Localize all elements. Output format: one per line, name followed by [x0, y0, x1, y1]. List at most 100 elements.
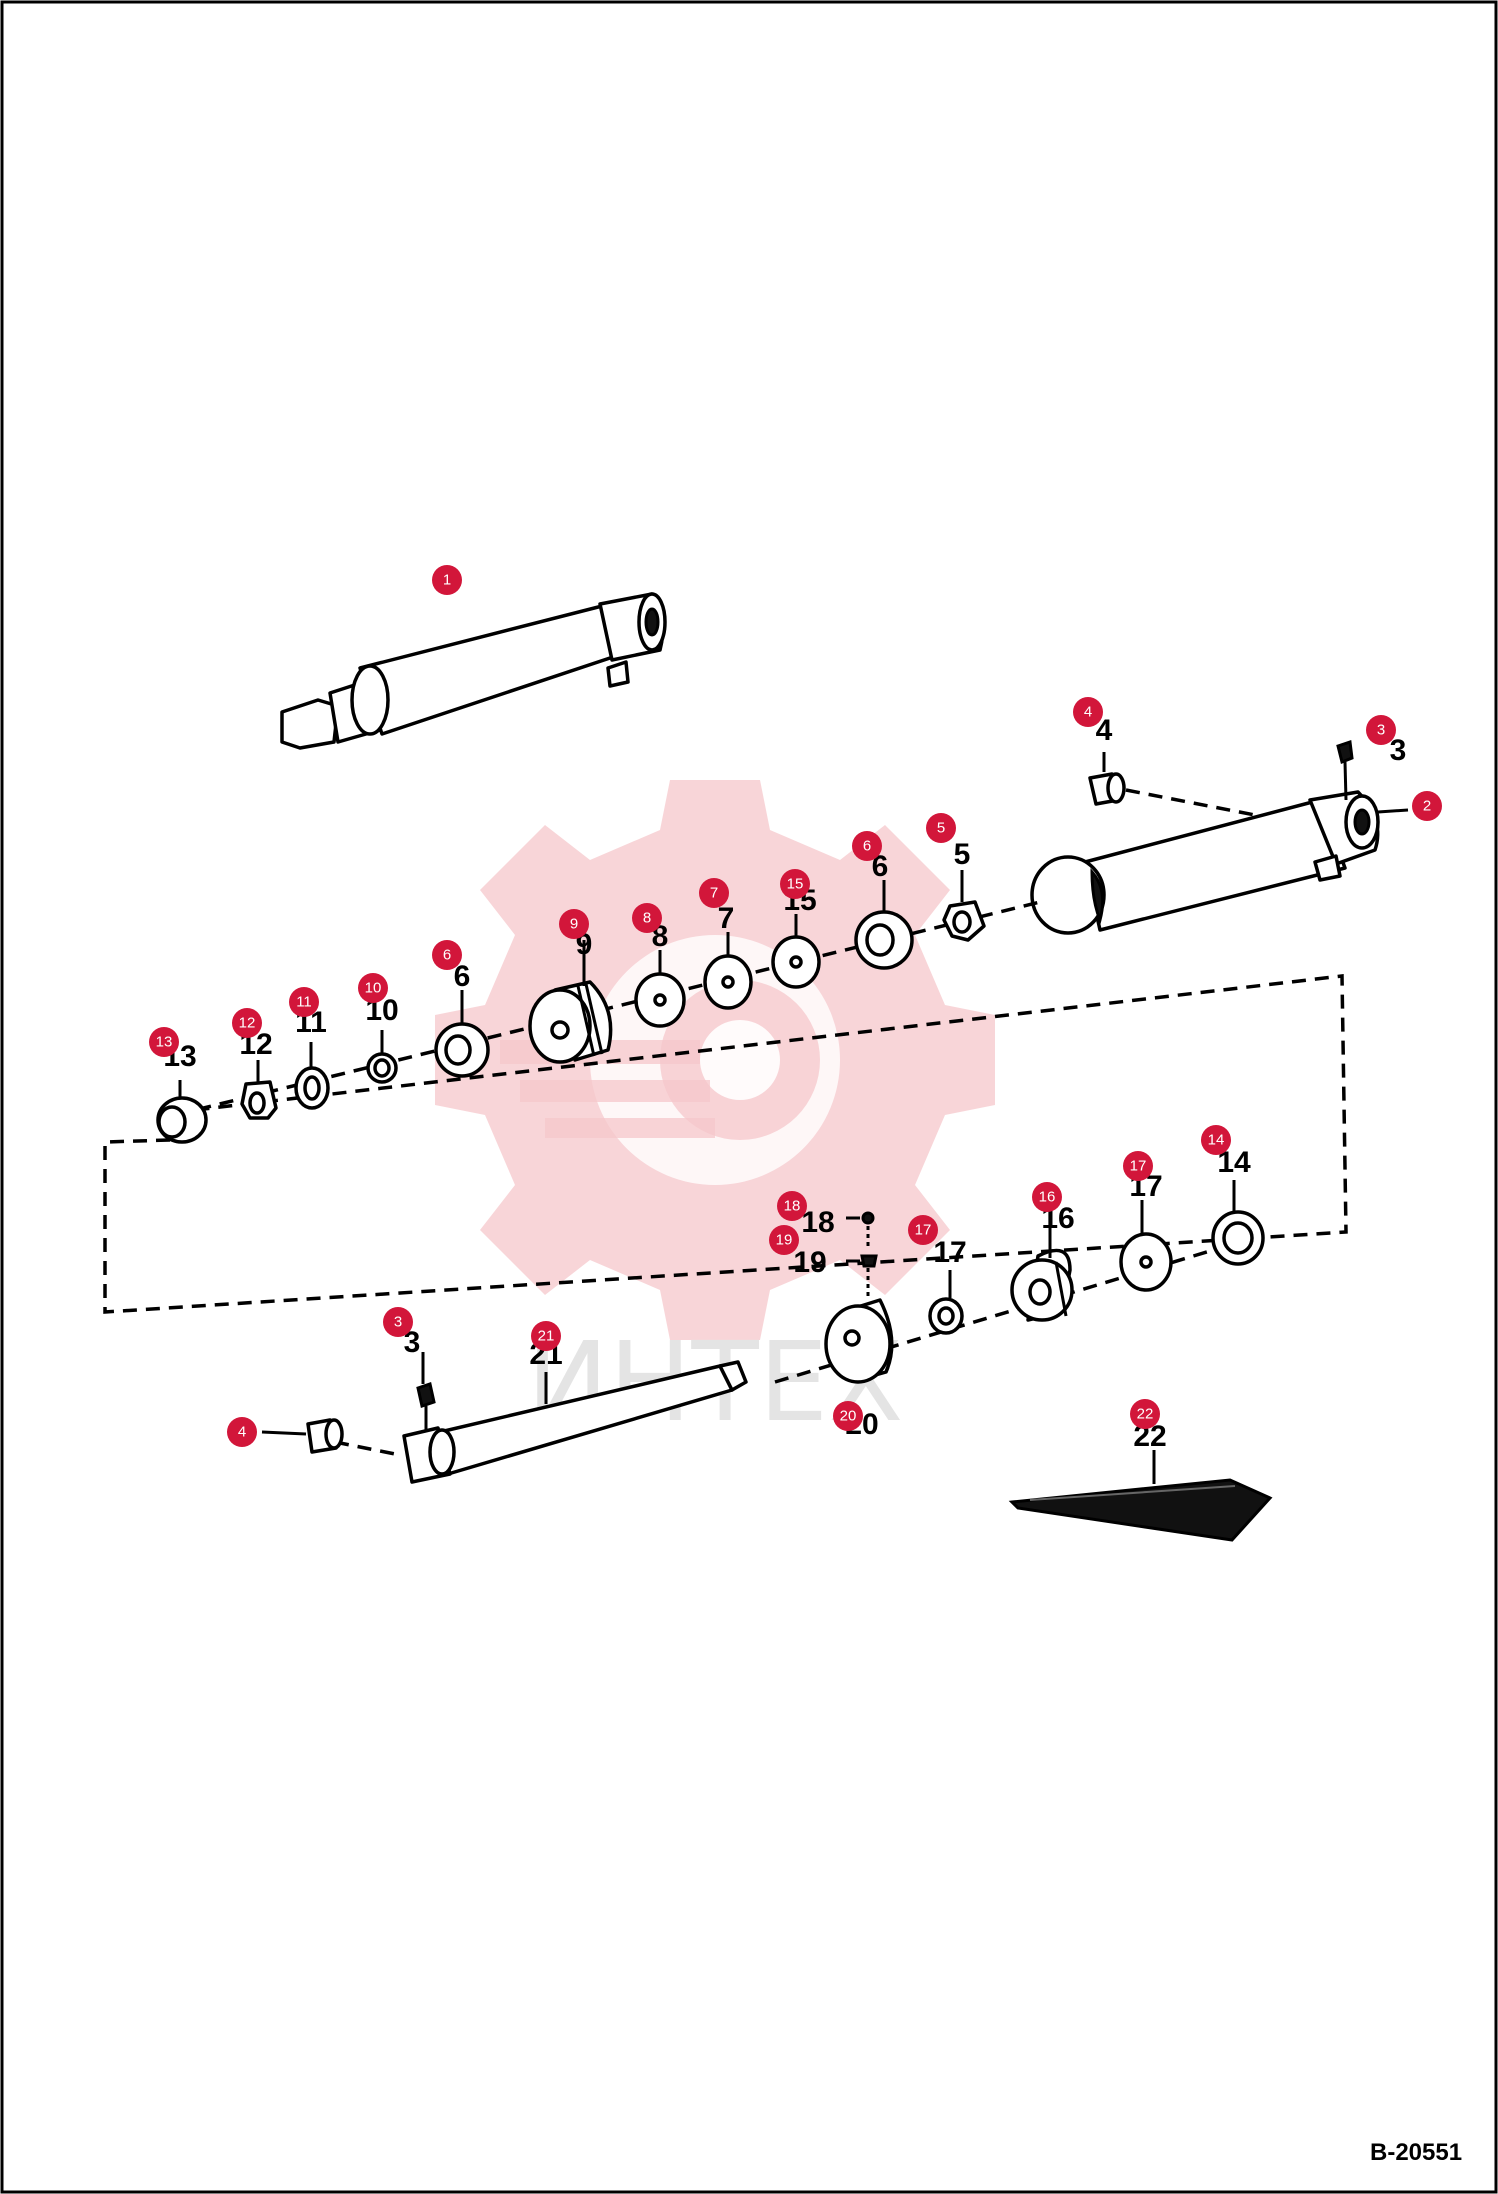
part-6-upper: [854, 910, 914, 970]
callout-c20: 20: [833, 1401, 863, 1431]
callout-c8: 8: [632, 903, 662, 933]
callout-c1: 1: [432, 565, 462, 595]
callout-number: 13: [156, 1034, 173, 1051]
part-5-nut: [942, 900, 986, 942]
callout-c7: 7: [699, 878, 729, 908]
callout-marker: [531, 1321, 561, 1351]
callout-number: 6: [863, 838, 871, 855]
part-label-p3a: 3: [1390, 734, 1407, 767]
callout-number: 14: [1208, 1132, 1225, 1149]
callout-number: 2: [1423, 798, 1431, 815]
barrel: [1030, 790, 1380, 935]
callout-marker: [1032, 1182, 1062, 1212]
callout-marker: [1130, 1399, 1160, 1429]
callout-c17a: 17: [1123, 1151, 1153, 1181]
callout-marker: [777, 1191, 807, 1221]
callout-number: 4: [238, 1424, 246, 1441]
callout-marker: [358, 973, 388, 1003]
callout-marker: [769, 1225, 799, 1255]
part-label-p19: 19: [793, 1246, 826, 1279]
callout-number: 18: [784, 1198, 801, 1215]
callout-number: 7: [710, 885, 718, 902]
bushing-lower: [306, 1418, 344, 1454]
callout-c4b: 4: [227, 1417, 257, 1447]
part-18-ball: [861, 1211, 875, 1250]
callout-number: 12: [239, 1015, 256, 1032]
part-label-p5: 5: [954, 838, 971, 871]
part-6-lower: [434, 1022, 490, 1078]
part-17-ring-left: [928, 1297, 964, 1335]
part-19-spring: [860, 1254, 878, 1298]
callout-number: 20: [840, 1408, 857, 1425]
callout-number: 10: [365, 980, 382, 997]
callout-number: 17: [915, 1222, 932, 1239]
callout-number: 3: [1377, 722, 1385, 739]
callout-marker: [699, 878, 729, 908]
callout-number: 8: [643, 910, 651, 927]
part-9-piston: [528, 980, 613, 1064]
callout-number: 4: [1084, 704, 1092, 721]
callout-c6b: 6: [432, 940, 462, 970]
part-label-p6a: 6: [872, 850, 889, 883]
callout-c17b: 17: [908, 1215, 938, 1245]
callout-number: 15: [787, 876, 804, 893]
part-20-piston-head: [824, 1298, 894, 1384]
callout-c4a: 4: [1073, 697, 1103, 727]
callout-marker: [432, 565, 462, 595]
callout-c18: 18: [777, 1191, 807, 1221]
part-label-p7: 7: [718, 902, 735, 935]
callout-number: 1: [443, 572, 451, 589]
part-16-gland: [1010, 1248, 1074, 1322]
callout-c3b: 3: [383, 1307, 413, 1337]
part-label-p18: 18: [801, 1206, 834, 1239]
callout-c22: 22: [1130, 1399, 1160, 1429]
callout-marker: [1123, 1151, 1153, 1181]
part-12: [240, 1080, 278, 1120]
part-21-rod: [402, 1360, 748, 1484]
part-22-seal-kit: [1008, 1478, 1273, 1542]
callout-marker: [852, 831, 882, 861]
connection-path: [103, 974, 1348, 1314]
callout-c3a: 3: [1366, 715, 1396, 745]
callout-number: 5: [937, 820, 945, 837]
callout-c15: 15: [780, 869, 810, 899]
callout-number: 6: [443, 947, 451, 964]
part-label-p6b: 6: [454, 960, 471, 993]
callout-marker: [632, 903, 662, 933]
cylinder-assembly: [280, 592, 667, 750]
callout-marker: [1201, 1125, 1231, 1155]
callout-marker: [559, 909, 589, 939]
callout-marker: [232, 1008, 262, 1038]
callout-c2: 2: [1412, 791, 1442, 821]
callout-c9: 9: [559, 909, 589, 939]
callout-marker: [1412, 791, 1442, 821]
grease-fitting-top: [1336, 739, 1354, 801]
callout-c10: 10: [358, 973, 388, 1003]
callout-number: 22: [1137, 1406, 1154, 1423]
grease-fitting-lower: [416, 1352, 436, 1432]
callout-c11: 11: [289, 987, 319, 1017]
callout-c14: 14: [1201, 1125, 1231, 1155]
callout-marker: [383, 1307, 413, 1337]
callout-number: 21: [538, 1328, 555, 1345]
drawing-reference: B-20551: [1370, 2139, 1462, 2166]
rod-axis-line: [334, 1440, 401, 1457]
callout-number: 16: [1039, 1189, 1056, 1206]
callout-c5: 5: [926, 813, 956, 843]
part-label-p3b: 3: [404, 1326, 421, 1359]
callout-marker: [1073, 697, 1103, 727]
callout-marker: [149, 1027, 179, 1057]
part-13-nut: [156, 1096, 208, 1144]
part-label-p4a: 4: [1096, 714, 1113, 747]
callout-marker: [227, 1417, 257, 1447]
callout-c12: 12: [232, 1008, 262, 1038]
callout-number: 3: [394, 1314, 402, 1331]
part-label-p17b: 17: [933, 1236, 966, 1269]
callout-marker: [833, 1401, 863, 1431]
callout-c21: 21: [531, 1321, 561, 1351]
callout-c6a: 6: [852, 831, 882, 861]
callout-marker: [432, 940, 462, 970]
